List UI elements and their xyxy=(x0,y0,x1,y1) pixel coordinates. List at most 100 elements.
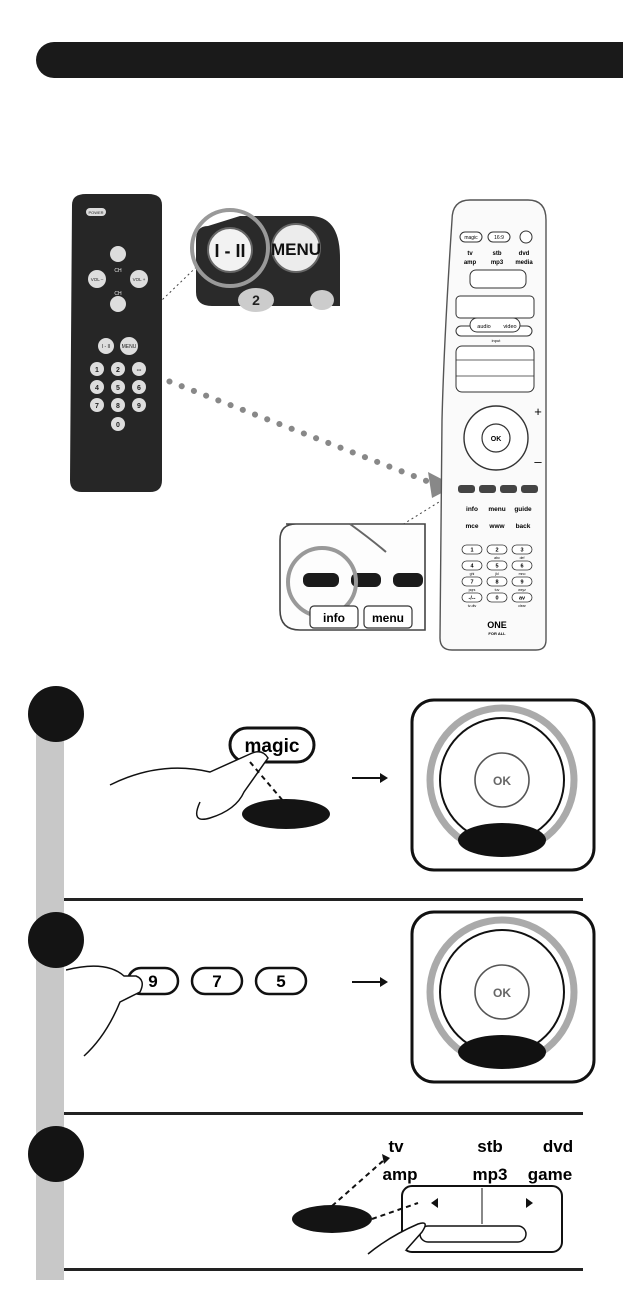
urc-digit-sub: tv-dtv xyxy=(468,604,477,608)
step-2-flashing-led xyxy=(458,1035,546,1069)
svg-text:MENU: MENU xyxy=(271,240,321,259)
step-3-illustration: tv stb dvd amp mp3 game xyxy=(290,1128,610,1258)
svg-text:OK: OK xyxy=(493,774,511,788)
step-rail xyxy=(36,700,64,1280)
step-1-illustration: magic OK xyxy=(90,690,610,890)
step-divider-2 xyxy=(64,1112,583,1115)
svg-text:guide: guide xyxy=(514,506,532,513)
urc-digit-label: 5 xyxy=(495,564,498,570)
urc-digit-label: av xyxy=(519,596,526,602)
svg-text:info: info xyxy=(466,506,478,513)
old-key-label: -- xyxy=(137,367,142,374)
svg-text:amp: amp xyxy=(464,260,477,266)
urc-remote: magic 16:9 tv stb dvd amp mp3 media audi… xyxy=(440,200,546,650)
old-key-label: 6 xyxy=(137,385,141,392)
urc-power-icon xyxy=(520,231,532,243)
urc-digit-sub: abc xyxy=(494,556,500,560)
urc-digit-sub: clear xyxy=(518,604,526,608)
old-key-label: 0 xyxy=(116,422,120,429)
urc-digit-label: 2 xyxy=(495,548,498,554)
urc-red-key xyxy=(458,485,475,493)
old-key-label: 9 xyxy=(137,403,141,410)
old-key-label: 1 xyxy=(95,367,99,374)
step-3-led-indicator xyxy=(292,1205,372,1233)
urc-digit-label: 3 xyxy=(520,548,523,554)
old-key-label: 4 xyxy=(95,385,99,392)
svg-text:magic: magic xyxy=(464,235,478,241)
dotted-arrow-line xyxy=(145,372,437,485)
urc-digit-sub: mno xyxy=(519,572,526,576)
svg-text:stb: stb xyxy=(477,1137,503,1156)
header-bar xyxy=(36,42,623,78)
svg-text:tv: tv xyxy=(388,1137,404,1156)
ch-down-button xyxy=(110,296,126,312)
urc-digit-sub: ghi xyxy=(470,572,475,576)
svg-text:FOR ALL: FOR ALL xyxy=(488,631,506,636)
urc-digit-sub: wxyz xyxy=(518,588,526,592)
svg-text:OK: OK xyxy=(491,436,502,443)
svg-text:I - II: I - II xyxy=(102,344,111,350)
urc-device-selector xyxy=(470,270,526,288)
svg-text:info: info xyxy=(323,611,345,625)
step-2-key-label: 7 xyxy=(212,972,221,991)
svg-text:dvd: dvd xyxy=(519,251,530,257)
svg-text:menu: menu xyxy=(372,611,404,625)
urc-yellow-key xyxy=(500,485,517,493)
svg-text:MENU: MENU xyxy=(122,344,137,350)
urc-digit-label: 9 xyxy=(520,580,523,586)
pointing-finger xyxy=(110,752,268,820)
svg-text:video: video xyxy=(503,324,516,330)
svg-text:VOL +: VOL + xyxy=(133,277,146,282)
svg-text:dvd: dvd xyxy=(543,1137,573,1156)
svg-text:tv: tv xyxy=(467,251,473,257)
svg-text:I - II: I - II xyxy=(215,241,246,261)
svg-text:mce: mce xyxy=(465,523,478,530)
ch-up-button xyxy=(110,246,126,262)
svg-text:mp3: mp3 xyxy=(491,260,504,266)
urc-transport-keys xyxy=(456,346,534,392)
urc-digit-label: 6 xyxy=(520,564,523,570)
svg-text:input: input xyxy=(492,338,502,343)
urc-green-key xyxy=(479,485,496,493)
svg-text:game: game xyxy=(528,1165,572,1184)
step-2-illustration: 9 7 5 OK xyxy=(66,910,606,1100)
pressing-finger xyxy=(66,966,142,1056)
svg-text:OK: OK xyxy=(493,986,511,1000)
svg-text:media: media xyxy=(515,260,533,266)
zoom-red-key xyxy=(303,573,339,587)
old-key-label: 5 xyxy=(116,385,120,392)
led-blink-indicator xyxy=(242,799,330,829)
step-3-badge xyxy=(28,1126,84,1182)
svg-text:–: – xyxy=(534,454,542,469)
svg-text:stb: stb xyxy=(493,251,502,257)
svg-text:+: + xyxy=(534,404,542,419)
step-divider-1 xyxy=(64,898,583,901)
svg-text:menu: menu xyxy=(488,506,505,513)
step-2-key-label: 5 xyxy=(276,972,285,991)
urc-digit-label: -/-- xyxy=(468,596,475,602)
step-1-flashing-led xyxy=(458,823,546,857)
svg-text:CH: CH xyxy=(114,268,122,274)
old-key-label: 2 xyxy=(116,367,120,374)
urc-digit-label: 8 xyxy=(495,580,498,586)
zoom-top: I - II MENU 2 xyxy=(192,210,340,312)
urc-digit-label: 1 xyxy=(470,548,473,554)
urc-digit-sub: pqrs xyxy=(469,588,476,592)
step-2-key-label: 9 xyxy=(148,972,157,991)
svg-text:back: back xyxy=(516,523,531,530)
svg-text:VOL –: VOL – xyxy=(91,277,104,282)
urc-digit-label: 7 xyxy=(470,580,473,586)
svg-text:2: 2 xyxy=(252,292,260,308)
step-1-badge xyxy=(28,686,84,742)
urc-digit-sub: def xyxy=(520,556,525,560)
svg-text:mp3: mp3 xyxy=(473,1165,508,1184)
urc-digit-label: 0 xyxy=(495,596,498,602)
urc-digit-sub: jkl xyxy=(494,572,499,576)
zoom-yellow-key xyxy=(393,573,423,587)
urc-digit-sub: tuv xyxy=(495,588,500,592)
urc-blue-key xyxy=(521,485,538,493)
svg-text:ONE: ONE xyxy=(487,620,507,630)
svg-text:amp: amp xyxy=(383,1165,418,1184)
